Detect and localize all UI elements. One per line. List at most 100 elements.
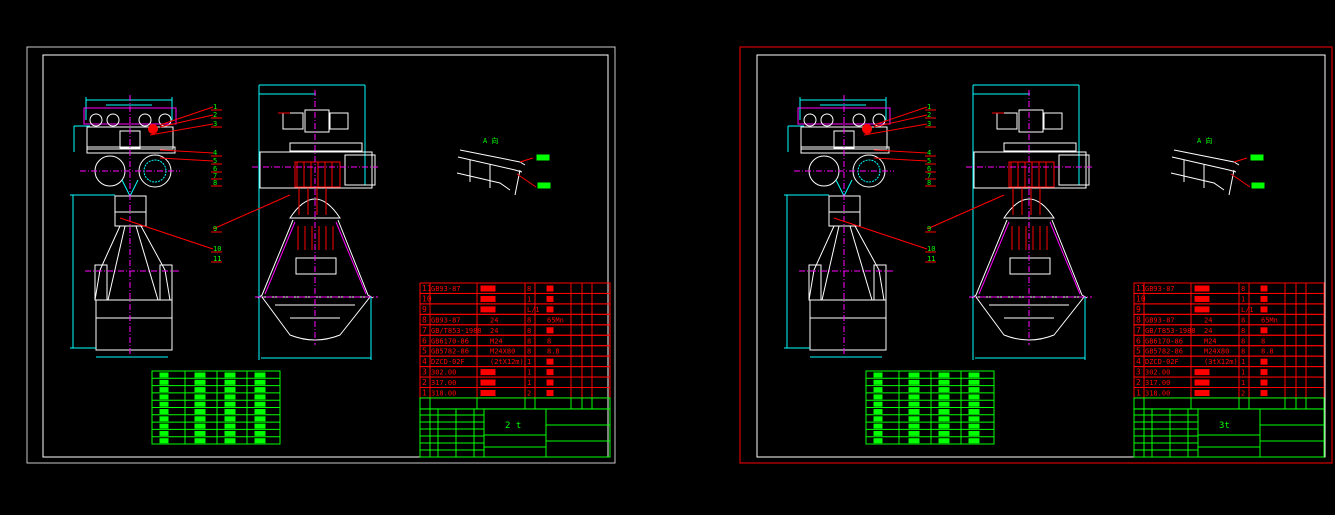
motor-fan (344, 154, 376, 186)
drawing-frame (756, 54, 1326, 458)
title-block-frame (419, 408, 611, 458)
drawing-frame (42, 54, 609, 458)
part-name: M24X80 (490, 348, 515, 356)
motor-small (996, 112, 1018, 130)
spec-glyph (224, 387, 236, 393)
detail-view-a: A 向 (1170, 136, 1265, 196)
part-name-glyphs (1194, 306, 1210, 313)
callout-10: 10 (927, 245, 935, 253)
spec-glyph (938, 438, 950, 444)
leader-line (1233, 157, 1248, 163)
spec-glyph (224, 423, 236, 429)
wheel (106, 113, 120, 127)
spec-glyph (968, 438, 980, 444)
motor-hub (862, 124, 872, 134)
spec-glyph (194, 423, 206, 429)
part-qty: 2 (527, 390, 531, 398)
title-block: 3t (1133, 397, 1325, 458)
callout-1: 1 (927, 103, 931, 111)
bucket (809, 317, 887, 351)
motor-fan (1058, 154, 1090, 186)
hoist-frame (1003, 142, 1077, 152)
part-remark: 8.8 (547, 348, 560, 356)
sheet-border (739, 46, 1333, 464)
spec-glyph (908, 372, 920, 378)
hoist-motor (973, 151, 1087, 189)
detail-label-block (537, 182, 551, 189)
part-material-glyph (546, 327, 554, 334)
spec-glyph (159, 372, 169, 378)
leader-line (159, 114, 214, 128)
part-name-glyphs (1194, 295, 1210, 302)
grab-arm (854, 225, 885, 301)
callout-8: 8 (927, 179, 931, 187)
part-qty: 1 (527, 358, 531, 366)
callout-3: 3 (213, 120, 217, 128)
callout-9: 9 (213, 225, 217, 233)
part-number: 3 (1136, 368, 1141, 377)
part-qty: 1 (1241, 369, 1245, 377)
spec-glyph (873, 372, 883, 378)
spec-glyph (873, 394, 883, 400)
bucket-jaws (261, 296, 372, 341)
spec-glyph (968, 409, 980, 414)
spec-glyph (194, 372, 206, 378)
spec-glyph (873, 423, 883, 429)
spec-glyph (159, 401, 169, 407)
callout-6: 6 (213, 165, 217, 173)
part-qty: 8 (1241, 348, 1245, 356)
spec-glyph (159, 438, 169, 444)
spec-glyph (254, 409, 266, 414)
platform (800, 146, 890, 154)
spec-glyph (968, 423, 980, 429)
leader-line (149, 123, 214, 136)
callout-11: 11 (927, 255, 935, 263)
detail-line (1228, 169, 1235, 196)
part-material-glyph (546, 379, 554, 386)
part-number: 3 (422, 368, 427, 377)
sheet-border (26, 46, 616, 464)
callout-9: 9 (927, 225, 931, 233)
leader-line (516, 173, 537, 188)
spec-glyph (873, 438, 883, 444)
part-name: 24 (1204, 327, 1212, 335)
part-code: 302.00 (1145, 369, 1170, 377)
spec-glyph (908, 423, 920, 429)
part-code: GB5782-86 (1145, 348, 1183, 356)
spec-glyph (194, 438, 206, 444)
spec-glyph (938, 416, 950, 422)
part-number: 8 (422, 315, 427, 324)
callout-2: 2 (927, 111, 931, 119)
title-block-frame (1133, 408, 1325, 458)
part-material-glyph (1260, 379, 1268, 386)
wheel (89, 113, 103, 127)
title-text: 3t (1219, 421, 1230, 431)
drum-head (1018, 109, 1044, 133)
spec-glyph (194, 379, 206, 385)
part-qty: 1 (1241, 295, 1245, 303)
part-number: 4 (422, 357, 427, 366)
leader-line (873, 106, 928, 126)
wheel (803, 113, 817, 127)
spec-glyph (194, 416, 206, 422)
spec-glyph (908, 438, 920, 444)
detail-label-block (536, 154, 550, 161)
part-material-glyph (1260, 285, 1268, 292)
spec-glyph (254, 372, 266, 378)
part-remark: 65Mn (1261, 316, 1278, 324)
grab-arm (135, 225, 159, 301)
part-material-glyph (1260, 295, 1268, 302)
part-name: M24 (490, 337, 503, 345)
spec-glyph (159, 394, 169, 400)
